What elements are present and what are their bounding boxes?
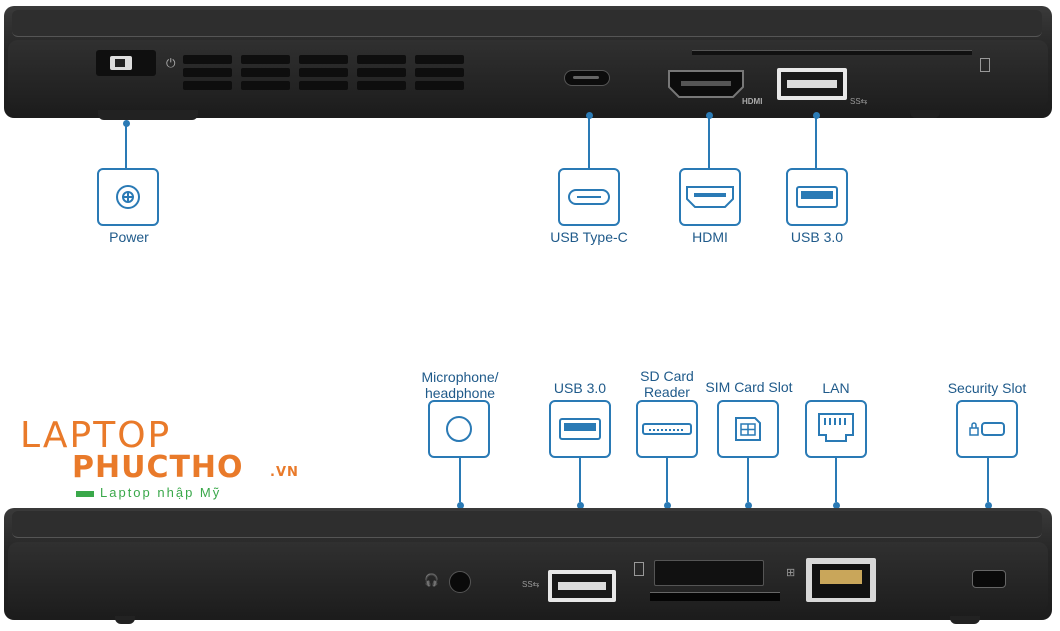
usb-a-icon (796, 186, 838, 208)
hdmi-icon (686, 186, 734, 208)
usb-c-callout (558, 168, 620, 226)
lan-callout (805, 400, 867, 458)
usb3-bottom-label: USB 3.0 (553, 380, 607, 396)
sd-callout (636, 400, 698, 458)
audio-label: Microphone/ headphone (421, 369, 499, 401)
power-jack-icon (116, 185, 140, 209)
power-port (96, 50, 156, 76)
usb-a-icon (559, 418, 601, 440)
logo-line1: LAPTOP (20, 415, 172, 456)
top-foot-left (98, 110, 198, 120)
usb-a-port-bottom (548, 570, 616, 602)
sim-label: SIM Card Slot (705, 379, 793, 395)
sd-label: SD Card Reader (640, 368, 694, 400)
smartcard-slot (692, 50, 972, 55)
security-lock-slot (972, 570, 1006, 588)
lan-label: LAN (822, 380, 850, 396)
usb3-bottom-callout (549, 400, 611, 458)
logo-line2: PHUCTHO (72, 450, 244, 485)
sim-card-icon (735, 417, 761, 441)
hdmi-port (667, 69, 745, 99)
ss-marking-bottom: SS⇆ (522, 580, 540, 589)
usb-c-label: USB Type-C (550, 229, 628, 245)
security-label: Security Slot (947, 380, 1027, 396)
laptop-right-side (4, 508, 1052, 620)
power-label: Power (109, 229, 149, 245)
logo-suffix: .VN (270, 465, 299, 480)
hdmi-callout (679, 168, 741, 226)
sd-sim-marking-icon (634, 562, 644, 576)
lid-edge-bottom (12, 511, 1042, 538)
ethernet-icon (818, 413, 854, 442)
sd-card-slot (650, 592, 780, 601)
usb3-top-label: USB 3.0 (790, 229, 844, 245)
security-callout (956, 400, 1018, 458)
lid-edge (12, 10, 1042, 37)
bottom-foot-right (950, 616, 980, 624)
top-foot-right (910, 110, 940, 118)
headset-symbol-icon: 🎧 (424, 573, 439, 587)
bottom-foot-left (115, 616, 135, 624)
network-symbol-icon: ⊞ (786, 567, 796, 579)
sim-callout (717, 400, 779, 458)
smartcard-icon (980, 58, 990, 72)
usb-c-icon (568, 189, 610, 205)
hdmi-label: HDMI (692, 229, 728, 245)
audio-callout (428, 400, 490, 458)
ethernet-port (806, 558, 876, 602)
laptop-left-side (4, 6, 1052, 118)
ss-marking-top: SS⇆ (850, 97, 868, 106)
audio-jack-icon (446, 416, 472, 442)
usb-c-port (564, 70, 610, 86)
audio-jack-port (449, 571, 471, 593)
power-symbol-icon: ⏻ (166, 56, 176, 70)
hdmi-marking: HDMI (742, 97, 763, 106)
logo-green-bar (76, 491, 94, 497)
lock-slot-icon (969, 422, 1005, 436)
base-body-bottom (8, 542, 1048, 612)
sim-tray (654, 560, 764, 586)
usb-a-port-top (777, 68, 847, 100)
usb3-top-callout (786, 168, 848, 226)
power-callout (97, 168, 159, 226)
sd-card-icon (642, 423, 692, 435)
logo-tagline: Laptop nhập Mỹ (100, 485, 222, 500)
